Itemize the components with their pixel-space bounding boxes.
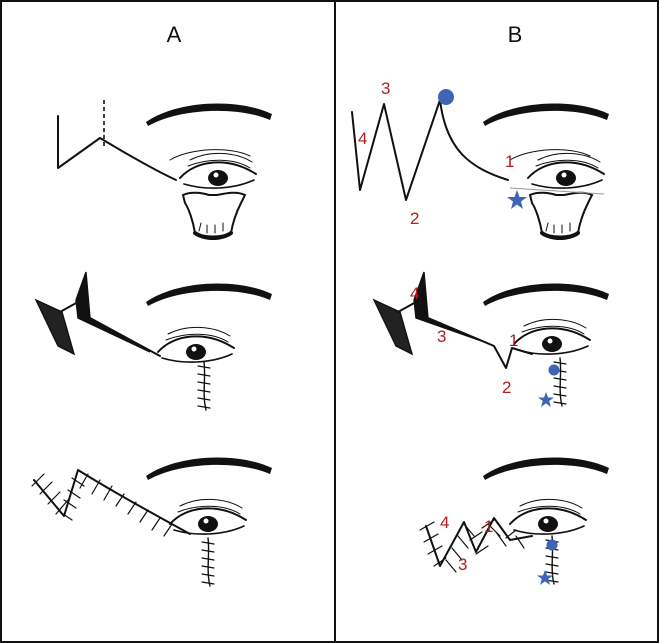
circle-marker <box>438 89 454 105</box>
step-number: 1 <box>509 331 518 350</box>
panel-a-bottom-illustration <box>32 458 272 586</box>
eye-icon <box>510 499 586 534</box>
panel-label-a: A <box>167 22 182 47</box>
step-number: 3 <box>458 555 467 574</box>
panel-a-top-illustration <box>58 100 272 239</box>
eyebrow-icon <box>146 284 272 306</box>
step-number: 4 <box>358 129 367 148</box>
panel-a-middle-illustration <box>36 272 272 410</box>
eyebrow-icon <box>146 104 272 126</box>
step-number: 3 <box>381 79 390 98</box>
eyebrow-icon <box>146 458 272 480</box>
eyebrow-icon <box>483 284 609 306</box>
star-marker <box>538 392 554 407</box>
eyebrow-icon <box>483 104 609 126</box>
step-number: 1 <box>484 517 493 536</box>
panel-label-b: B <box>508 22 523 47</box>
circle-marker <box>549 365 560 376</box>
step-number: 3 <box>437 327 446 346</box>
eyelid-defect-shape <box>530 193 592 239</box>
eye-icon <box>180 153 256 188</box>
circle-marker <box>547 540 558 551</box>
step-number: 2 <box>502 378 511 397</box>
panel-b-top-illustration <box>352 100 609 239</box>
eyebrow-icon <box>483 458 609 480</box>
eye-icon <box>528 153 604 188</box>
step-number: 4 <box>440 513 449 532</box>
step-number: 4 <box>410 284 419 303</box>
suture-vertical <box>198 362 210 410</box>
eye-icon <box>514 319 590 354</box>
step-number: 1 <box>505 152 514 171</box>
star-marker <box>507 190 527 209</box>
eye-icon <box>158 327 234 362</box>
step-number: 2 <box>410 209 419 228</box>
suture-vertical <box>202 538 214 586</box>
eyelid-defect-shape <box>183 193 245 239</box>
